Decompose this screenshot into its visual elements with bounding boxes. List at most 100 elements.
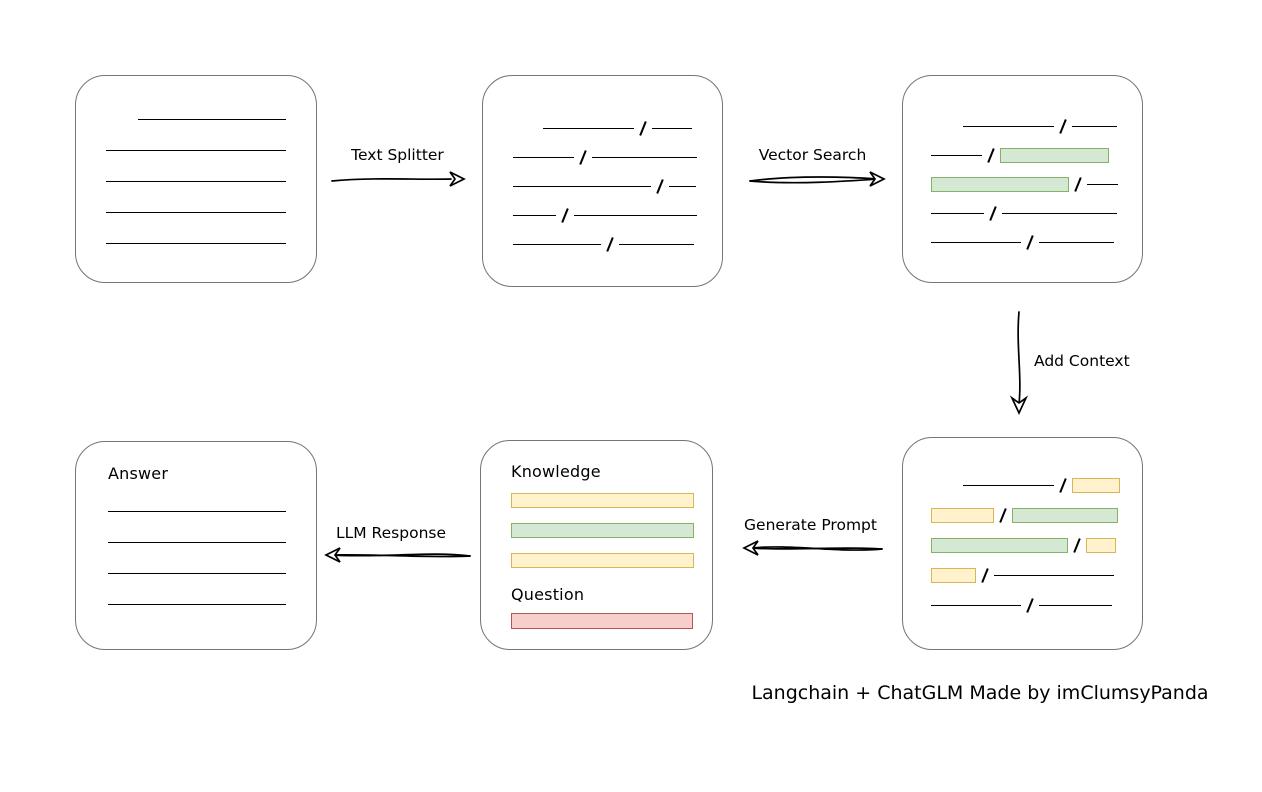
text-line — [931, 604, 1021, 606]
slash-separator — [989, 206, 997, 221]
document-lines — [76, 76, 316, 259]
vector-search-arrow — [749, 171, 886, 187]
slash-separator — [1073, 537, 1081, 553]
chunks-box — [482, 75, 723, 287]
yellow-highlight-chip — [511, 492, 694, 508]
text-line — [669, 186, 696, 187]
indent-space — [931, 485, 963, 486]
answer-lines — [76, 483, 316, 620]
segment-row — [106, 228, 316, 259]
text-line — [513, 215, 556, 216]
vector-search-label: Vector Search — [758, 146, 867, 164]
segment-row — [513, 172, 722, 201]
segment-row — [513, 230, 722, 259]
segment-row — [108, 527, 316, 558]
segment-row — [511, 545, 712, 575]
segment-row — [931, 590, 1142, 620]
text-line — [1072, 126, 1117, 127]
segment-row — [931, 228, 1142, 257]
answer-title: Answer — [108, 464, 169, 483]
segment-row — [108, 558, 316, 589]
segment-row — [511, 485, 712, 515]
generate-prompt-label: Generate Prompt — [744, 516, 877, 534]
yellow-highlight-chip — [1086, 537, 1116, 553]
answer-box: Answer — [75, 441, 317, 650]
segment-row — [931, 500, 1142, 530]
slash-separator — [1059, 119, 1067, 134]
yellow-highlight-chip — [931, 567, 976, 583]
text-line — [574, 215, 697, 216]
segment-row — [931, 170, 1142, 199]
text-line — [963, 484, 1054, 486]
yellow-highlight-chip — [1072, 477, 1120, 493]
text-line — [1002, 213, 1117, 214]
text-line — [108, 573, 286, 574]
text-line — [106, 181, 286, 182]
chunks-lines — [483, 76, 722, 259]
slash-separator — [656, 179, 664, 194]
segment-row — [108, 589, 316, 620]
text-line — [619, 244, 694, 245]
context-box — [902, 437, 1143, 650]
add-context-arrow — [1009, 311, 1029, 416]
indent-space — [106, 119, 138, 120]
segment-row — [931, 199, 1142, 228]
green-highlight-chip — [511, 522, 694, 538]
segment-row — [511, 515, 712, 545]
yellow-highlight-chip — [511, 552, 694, 568]
text-line — [592, 157, 697, 158]
slash-separator — [981, 567, 989, 583]
segment-row — [931, 530, 1142, 560]
context-lines — [903, 438, 1142, 620]
text-line — [931, 213, 984, 214]
document-box — [75, 75, 317, 283]
segment-row — [931, 141, 1142, 170]
green-highlight-chip — [1012, 507, 1118, 523]
text-line — [108, 511, 286, 512]
text-splitter-arrow — [331, 171, 466, 187]
segment-row — [106, 197, 316, 228]
text-line — [931, 242, 1021, 243]
slash-separator — [1026, 235, 1034, 250]
knowledge-chips — [481, 481, 712, 575]
text-line — [1039, 604, 1112, 606]
segment-row — [108, 496, 316, 527]
prompt-box: Knowledge Question — [480, 440, 713, 650]
segment-row — [511, 606, 712, 636]
segment-row — [513, 143, 722, 172]
text-line — [1087, 184, 1118, 185]
indent-space — [931, 126, 963, 127]
segment-row — [931, 470, 1142, 500]
text-line — [652, 128, 692, 129]
segment-row — [513, 114, 722, 143]
knowledge-label: Knowledge — [511, 462, 601, 481]
green-highlight-chip — [1000, 148, 1109, 163]
red-highlight-chip — [511, 613, 693, 629]
text-line — [931, 155, 982, 156]
text-line — [1039, 242, 1114, 243]
vector-result-box — [902, 75, 1143, 283]
text-line — [994, 574, 1114, 576]
green-highlight-chip — [931, 537, 1068, 553]
slash-separator — [606, 237, 614, 252]
text-line — [106, 243, 286, 244]
text-splitter-label: Text Splitter — [351, 146, 444, 164]
diagram-caption: Langchain + ChatGLM Made by imClumsyPand… — [751, 682, 1209, 704]
text-line — [963, 126, 1054, 127]
question-label: Question — [511, 585, 585, 604]
question-chip — [481, 604, 712, 636]
slash-separator — [561, 208, 569, 223]
text-line — [108, 604, 286, 605]
green-highlight-chip — [931, 177, 1069, 192]
slash-separator — [1059, 477, 1067, 493]
slash-separator — [1026, 597, 1034, 613]
slash-separator — [639, 121, 647, 136]
segment-row — [106, 166, 316, 197]
segment-row — [931, 112, 1142, 141]
text-line — [108, 542, 286, 543]
text-line — [513, 186, 651, 187]
text-line — [106, 212, 286, 213]
slash-separator — [579, 150, 587, 165]
segment-row — [513, 201, 722, 230]
indent-space — [513, 128, 543, 129]
